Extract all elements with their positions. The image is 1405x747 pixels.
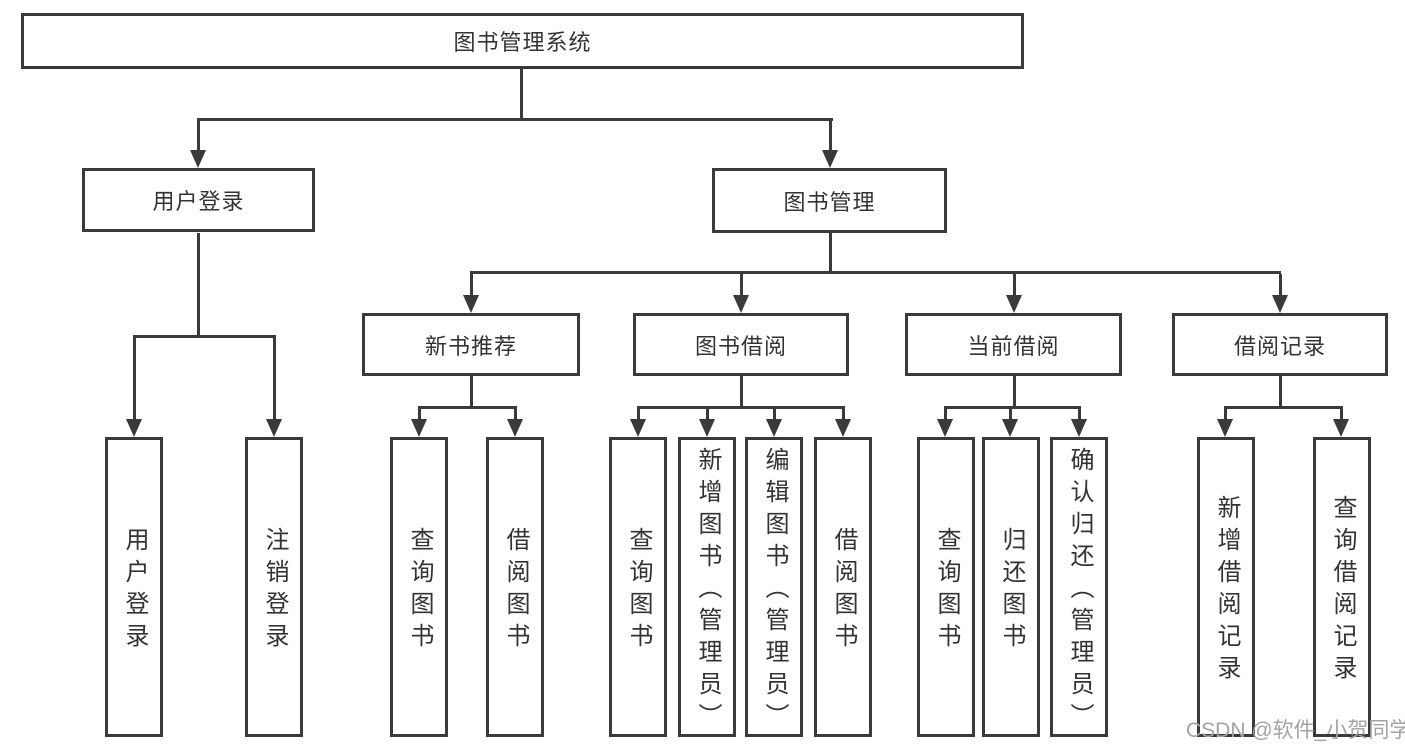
connector-line bbox=[1340, 409, 1343, 421]
connector-line bbox=[418, 406, 517, 409]
connector-line bbox=[1224, 406, 1343, 409]
connector-line bbox=[1078, 409, 1081, 421]
node-label: 新书推荐 bbox=[424, 333, 517, 359]
arrow-down-icon bbox=[766, 419, 782, 437]
leaf-confirm-return-admin: 确认归还（管理员） bbox=[1050, 437, 1108, 737]
node-label: 当前借阅 bbox=[967, 333, 1060, 359]
connector-line bbox=[520, 69, 523, 121]
arrow-down-icon bbox=[835, 419, 851, 437]
node-label: 用户登录 bbox=[121, 527, 148, 655]
arrow-down-icon bbox=[126, 419, 142, 437]
connector-line bbox=[637, 409, 640, 421]
node-label: 借阅图书 bbox=[502, 527, 529, 655]
connector-line bbox=[514, 409, 517, 421]
connector-line bbox=[842, 409, 845, 421]
connector-line bbox=[944, 406, 1081, 409]
connector-line bbox=[1224, 409, 1227, 421]
connector-line bbox=[773, 409, 776, 421]
leaf-add-book-admin: 新增图书（管理员） bbox=[678, 437, 736, 737]
node-label: 新增借阅记录 bbox=[1213, 495, 1240, 687]
leaf-return-books: 归还图书 bbox=[982, 437, 1040, 737]
leaf-query-books-current: 查询图书 bbox=[917, 437, 975, 737]
connector-line bbox=[273, 338, 276, 421]
leaf-borrow-books-borrowing: 借阅图书 bbox=[814, 437, 872, 737]
arrow-down-icon bbox=[411, 419, 427, 437]
connector-line bbox=[637, 406, 845, 409]
connector-line bbox=[829, 121, 832, 152]
arrow-down-icon bbox=[507, 419, 523, 437]
arrow-down-icon bbox=[1002, 419, 1018, 437]
node-label: 借阅记录 bbox=[1233, 333, 1326, 359]
connector-line bbox=[706, 409, 709, 421]
connector-line bbox=[1279, 376, 1282, 408]
arrow-down-icon bbox=[699, 419, 715, 437]
arrow-down-icon bbox=[1071, 419, 1087, 437]
connector-line bbox=[470, 271, 1281, 274]
arrow-down-icon bbox=[733, 295, 749, 313]
node-label: 归还图书 bbox=[998, 527, 1025, 655]
leaf-query-borrow-record: 查询借阅记录 bbox=[1313, 437, 1371, 737]
arrow-down-icon bbox=[463, 295, 479, 313]
connector-line bbox=[1009, 409, 1012, 421]
connector-line bbox=[1013, 376, 1016, 408]
connector-line bbox=[944, 409, 947, 421]
arrow-down-icon bbox=[822, 150, 838, 168]
node-label: 注销登录 bbox=[261, 527, 288, 655]
node-label: 图书管理系统 bbox=[453, 30, 592, 55]
node-label: 新增图书（管理员） bbox=[694, 447, 721, 735]
node-label: 查询图书 bbox=[625, 527, 652, 655]
connector-line bbox=[1279, 274, 1282, 297]
node-borrowing-records: 借阅记录 bbox=[1172, 313, 1388, 376]
node-label: 借阅图书 bbox=[830, 527, 857, 655]
node-label: 查询借阅记录 bbox=[1329, 495, 1356, 687]
node-label: 确认归还（管理员） bbox=[1066, 447, 1093, 735]
connector-line bbox=[470, 376, 473, 408]
node-book-borrowing: 图书借阅 bbox=[633, 313, 849, 376]
node-system-root: 图书管理系统 bbox=[21, 13, 1024, 69]
leaf-add-borrow-record: 新增借阅记录 bbox=[1197, 437, 1255, 737]
node-book-management: 图书管理 bbox=[712, 168, 947, 233]
connector-line bbox=[133, 335, 276, 338]
connector-line bbox=[197, 118, 833, 121]
connector-line bbox=[829, 233, 832, 274]
arrow-down-icon bbox=[1333, 419, 1349, 437]
node-label: 用户登录 bbox=[152, 189, 245, 214]
node-new-book-recommend: 新书推荐 bbox=[362, 313, 580, 376]
node-label: 查询图书 bbox=[933, 527, 960, 655]
connector-line bbox=[133, 338, 136, 421]
arrow-down-icon bbox=[1217, 419, 1233, 437]
connector-line bbox=[740, 274, 743, 297]
node-current-borrowing: 当前借阅 bbox=[905, 313, 1122, 376]
node-label: 编辑图书（管理员） bbox=[761, 447, 788, 735]
watermark: CSDN @软件_小贺同学 bbox=[1186, 719, 1405, 742]
leaf-borrow-books-recommend: 借阅图书 bbox=[486, 437, 544, 737]
node-label: 图书借阅 bbox=[694, 333, 787, 359]
connector-line bbox=[197, 121, 200, 152]
leaf-logout: 注销登录 bbox=[245, 437, 303, 737]
arrow-down-icon bbox=[190, 150, 206, 168]
leaf-edit-book-admin: 编辑图书（管理员） bbox=[745, 437, 803, 737]
node-label: 图书管理 bbox=[783, 189, 876, 215]
connector-line bbox=[470, 274, 473, 297]
leaf-query-books-recommend: 查询图书 bbox=[390, 437, 448, 737]
connector-line bbox=[197, 233, 200, 338]
connector-line bbox=[418, 409, 421, 421]
arrow-down-icon bbox=[266, 419, 282, 437]
leaf-user-login: 用户登录 bbox=[105, 437, 163, 737]
arrow-down-icon bbox=[1006, 295, 1022, 313]
connector-line bbox=[740, 376, 743, 408]
node-label: 查询图书 bbox=[406, 527, 433, 655]
arrow-down-icon bbox=[937, 419, 953, 437]
node-user-login: 用户登录 bbox=[82, 168, 315, 232]
arrow-down-icon bbox=[630, 419, 646, 437]
connector-line bbox=[1013, 274, 1016, 297]
arrow-down-icon bbox=[1272, 295, 1288, 313]
leaf-query-books-borrowing: 查询图书 bbox=[609, 437, 667, 737]
